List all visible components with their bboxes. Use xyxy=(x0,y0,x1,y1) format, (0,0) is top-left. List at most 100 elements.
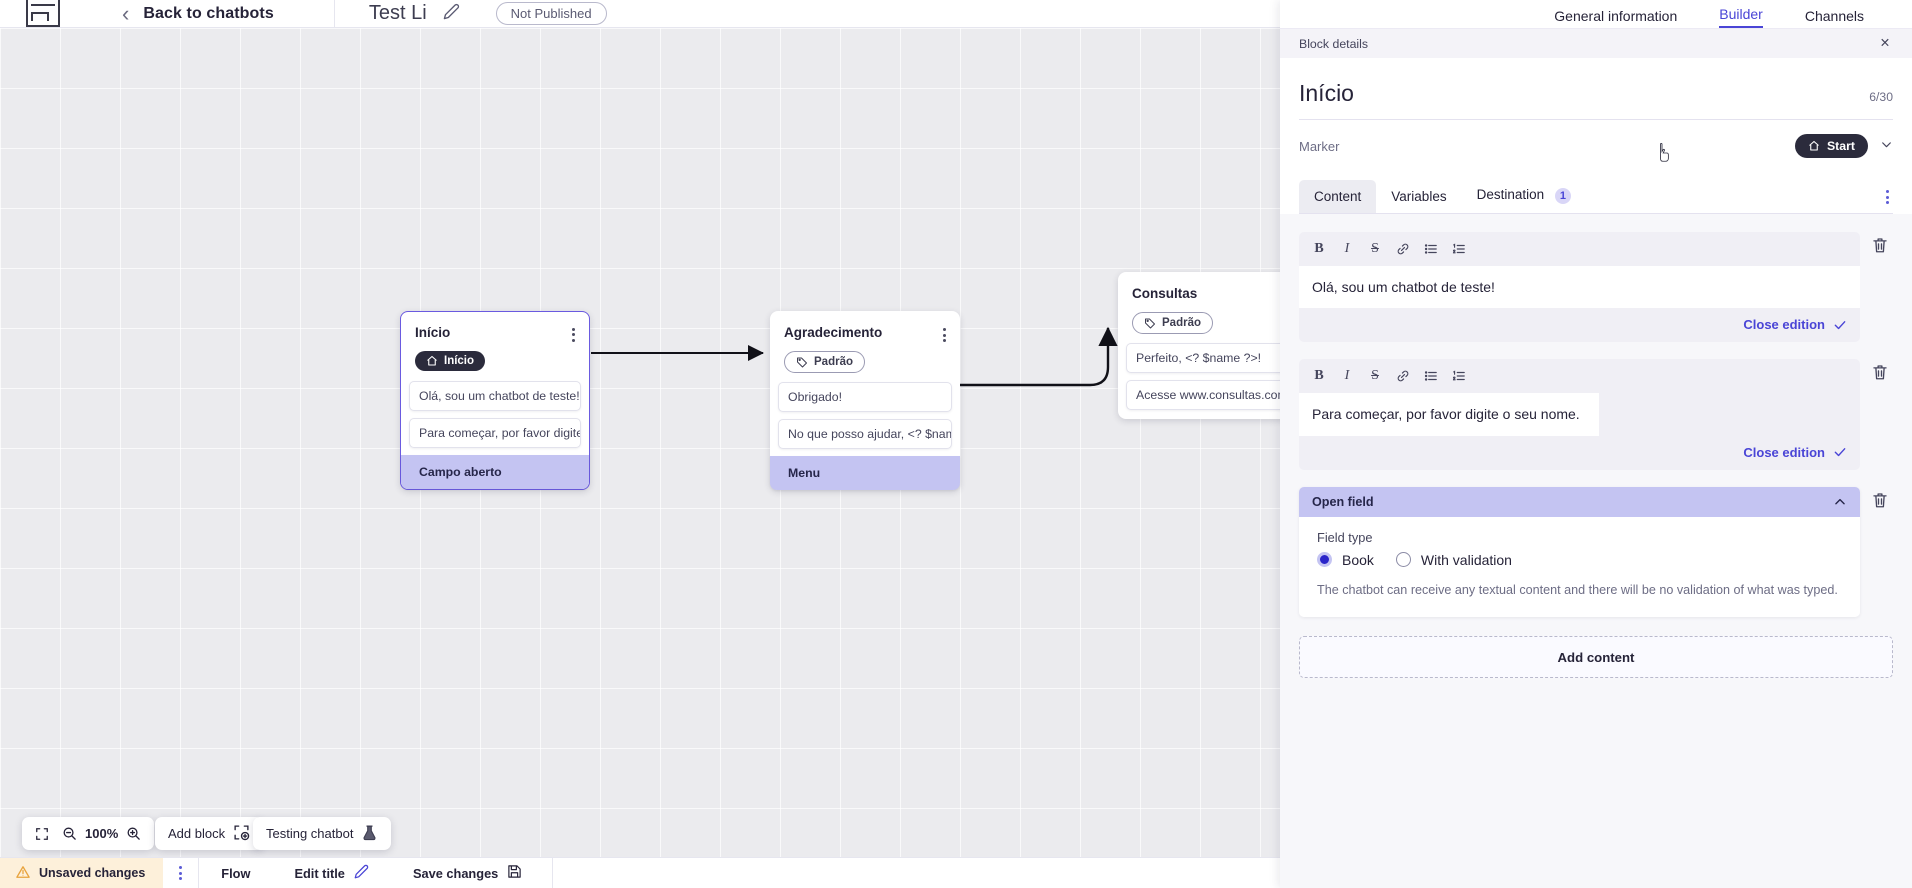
link-icon[interactable] xyxy=(1389,364,1417,388)
edit-title-label: Edit title xyxy=(294,865,345,881)
node-menu-icon[interactable] xyxy=(572,325,575,342)
radio-option-book[interactable]: Book xyxy=(1317,552,1374,568)
field-type-radio-group: Book With validation xyxy=(1317,552,1842,568)
tab-content[interactable]: Content xyxy=(1299,180,1377,213)
chevron-down-icon[interactable] xyxy=(1880,138,1893,154)
editor-text[interactable]: Para começar, por favor digite o seu nom… xyxy=(1299,393,1599,436)
close-icon[interactable]: ✕ xyxy=(1879,36,1890,51)
close-edition-button[interactable]: Close edition xyxy=(1743,444,1825,460)
zoom-in-button[interactable] xyxy=(122,826,154,841)
status-divider xyxy=(198,857,200,888)
mouse-cursor xyxy=(1660,143,1669,162)
testing-chatbot-button[interactable]: Testing chatbot xyxy=(253,824,391,844)
destination-count-badge: 1 xyxy=(1554,188,1571,204)
node-row-highlight[interactable]: Menu xyxy=(770,456,960,490)
status-kebab-menu-icon[interactable] xyxy=(179,866,183,880)
node-row[interactable]: No que posso ajudar, <? $name ... xyxy=(778,419,952,449)
node-row[interactable]: Perfeito, <? $name ?>! xyxy=(1126,343,1302,373)
flask-icon xyxy=(361,824,378,844)
check-icon xyxy=(1834,448,1846,457)
marker-control[interactable]: Start xyxy=(1794,134,1893,158)
node-menu-icon[interactable] xyxy=(943,325,946,342)
testing-chatbot-toolbar[interactable]: Testing chatbot xyxy=(253,817,392,850)
back-chevron-icon[interactable]: ‹ xyxy=(122,0,130,26)
open-field-card[interactable]: Open field Field type Book xyxy=(1299,486,1860,618)
numbered-list-icon[interactable] xyxy=(1445,237,1473,261)
strikethrough-icon[interactable]: S xyxy=(1371,368,1379,384)
node-header: Início xyxy=(401,321,589,342)
editor-toolbar: B I S xyxy=(1299,232,1860,266)
node-header: Agradecimento xyxy=(770,321,960,342)
open-field-header[interactable]: Open field xyxy=(1299,486,1860,517)
floppy-disk-icon xyxy=(507,864,522,882)
radio-dot-selected[interactable] xyxy=(1317,552,1332,568)
delete-block-icon[interactable] xyxy=(1871,232,1893,259)
bullet-list-icon[interactable] xyxy=(1417,364,1445,388)
delete-block-icon[interactable] xyxy=(1871,359,1893,386)
close-edition-button[interactable]: Close edition xyxy=(1743,317,1825,333)
marker-row: Marker Start xyxy=(1299,120,1893,168)
edit-title-button[interactable]: Edit title xyxy=(272,864,390,882)
radio-option-with-validation[interactable]: With validation xyxy=(1395,551,1512,568)
panel-body: Início 6/30 Marker Start Content Varia xyxy=(1280,58,1912,888)
link-icon[interactable] xyxy=(1389,237,1417,261)
zoom-out-button[interactable] xyxy=(62,826,81,841)
numbered-list-icon[interactable] xyxy=(1445,364,1473,388)
node-row-highlight[interactable]: Campo aberto xyxy=(401,454,589,489)
tab-general-information[interactable]: General information xyxy=(1554,8,1678,24)
flow-node-consultas[interactable]: Consultas Padrão Perfeito, <? $name ?>! … xyxy=(1118,272,1310,419)
radio-dot[interactable] xyxy=(1395,552,1411,568)
bold-icon[interactable]: B xyxy=(1314,368,1324,384)
strikethrough-icon[interactable]: S xyxy=(1371,241,1379,256)
flow-node-inicio[interactable]: Início Início Olá, sou um chatbot de tes… xyxy=(400,311,590,490)
chevron-up-icon[interactable] xyxy=(1833,495,1847,509)
add-content-button[interactable]: Add content xyxy=(1299,636,1893,679)
testing-chatbot-label: Testing chatbot xyxy=(266,826,354,841)
rich-text-editor[interactable]: B I S Olá, sou um chatbot de teste! Clos… xyxy=(1299,232,1860,343)
editor-text[interactable]: Olá, sou um chatbot de teste! xyxy=(1299,266,1860,309)
status-divider xyxy=(552,857,554,888)
bold-icon[interactable]: B xyxy=(1314,241,1324,256)
node-row[interactable]: Acesse www.consultas.com par... xyxy=(1126,380,1302,410)
node-title: Agradecimento xyxy=(784,325,883,340)
open-field-description: The chatbot can receive any textual cont… xyxy=(1317,582,1838,597)
tab-destination[interactable]: Destination 1 xyxy=(1462,178,1586,213)
save-changes-label: Save changes xyxy=(412,865,499,881)
node-row[interactable]: Obrigado! xyxy=(778,382,952,412)
flow-node-agradecimento[interactable]: Agradecimento Padrão Obrigado! No que po… xyxy=(770,311,960,490)
delete-block-icon[interactable] xyxy=(1871,487,1893,514)
marker-label: Marker xyxy=(1299,138,1340,154)
bullet-list-icon[interactable] xyxy=(1417,237,1445,261)
flow-label: Flow xyxy=(221,865,251,881)
radio-label: With validation xyxy=(1420,551,1512,568)
pencil-icon[interactable] xyxy=(443,3,460,25)
fit-screen-button[interactable] xyxy=(22,827,62,841)
flow-tab[interactable]: Flow xyxy=(199,866,272,881)
marker-value-label: Start xyxy=(1826,139,1855,153)
marker-value-badge[interactable]: Start xyxy=(1794,134,1868,158)
italic-icon[interactable]: I xyxy=(1344,241,1350,256)
content-area: B I S Olá, sou um chatbot de teste! Clos… xyxy=(1280,214,1912,888)
content-tabs: Content Variables Destination 1 xyxy=(1299,178,1893,214)
char-counter: 6/30 xyxy=(1869,90,1893,104)
save-changes-button[interactable]: Save changes xyxy=(391,864,544,882)
radio-label: Book xyxy=(1342,551,1374,568)
add-block-toolbar[interactable]: Add block xyxy=(155,817,264,850)
add-block-button[interactable]: Add block xyxy=(155,824,263,844)
node-chip-label: Padrão xyxy=(814,356,853,368)
chatbot-title: Test Li xyxy=(368,2,427,24)
rich-text-editor[interactable]: B I S Para começar, por favor digite o s… xyxy=(1299,359,1860,470)
zoom-level: 100% xyxy=(85,826,119,841)
tab-channels[interactable]: Channels xyxy=(1804,8,1864,24)
back-to-chatbots-link[interactable]: Back to chatbots xyxy=(143,4,274,22)
unsaved-changes-indicator: Unsaved changes xyxy=(0,857,164,888)
content-overflow-menu-icon[interactable] xyxy=(1886,190,1889,204)
tab-variables[interactable]: Variables xyxy=(1391,189,1447,204)
node-chip-label: Início xyxy=(444,354,475,367)
check-icon xyxy=(1834,320,1846,329)
italic-icon[interactable]: I xyxy=(1344,368,1350,384)
tab-builder[interactable]: Builder xyxy=(1719,6,1763,28)
block-details-header: Block details ✕ xyxy=(1280,28,1912,58)
node-row[interactable]: Olá, sou um chatbot de teste! xyxy=(409,380,581,411)
node-row[interactable]: Para começar, por favor digite o ... xyxy=(409,417,581,448)
